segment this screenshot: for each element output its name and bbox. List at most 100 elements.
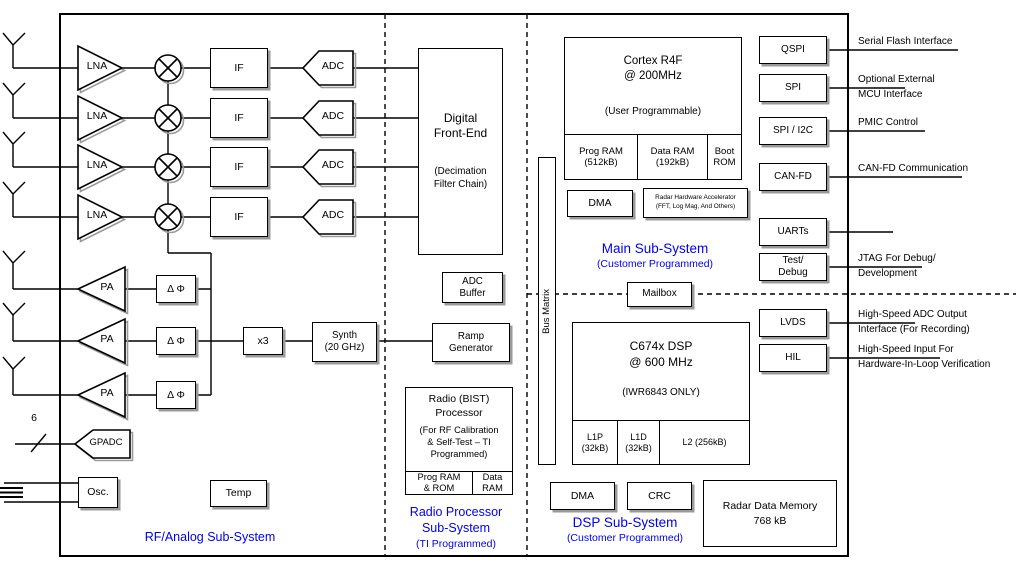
- dsp-crc-block: CRC: [627, 482, 692, 510]
- pa-triangle-1: [76, 265, 129, 315]
- tx-antenna-1: [2, 250, 26, 289]
- jtag-label-2: Development: [858, 268, 917, 279]
- dsp-memories: L1P (32kB) L1D (32kB) L2 (256kB): [573, 420, 749, 464]
- cortex-title: Cortex R4F @ 200MHz: [623, 55, 683, 82]
- jtag-label-1: JTAG For Debug/: [858, 253, 936, 264]
- spi-i2c-block: SPI / I2C: [759, 117, 827, 145]
- lna-label-4: LNA: [86, 209, 108, 221]
- lvds-label-2: Interface (For Recording): [858, 324, 970, 335]
- adc-label-1: ADC: [321, 60, 345, 72]
- hil-block: HIL: [759, 344, 827, 372]
- phase-shifter-2: Δ Φ: [156, 327, 196, 355]
- pa-triangle-3: [76, 371, 129, 421]
- rx-antenna-3: [2, 131, 26, 167]
- radar-hw-accelerator-block: Radar Hardware Accelerator (FFT, Log Mag…: [643, 188, 748, 218]
- hil-label-1: High-Speed Input For: [858, 344, 954, 355]
- tx-antenna-2: [2, 302, 26, 341]
- dfe-subtitle: (Decimation Filter Chain): [433, 166, 488, 190]
- chip-outer-border: [59, 13, 849, 557]
- pa-label-1: PA: [100, 281, 114, 293]
- digital-front-end-block: Digital Front-End (Decimation Filter Cha…: [418, 48, 503, 255]
- lna-label-3: LNA: [86, 159, 108, 171]
- radio-bist-processor-block: Radio (BIST) Processor (For RF Calibrati…: [405, 387, 513, 495]
- radio-prog-ram-cell: Prog RAM & ROM: [406, 471, 472, 494]
- lna-triangle-1: [77, 44, 127, 94]
- dsp-title: C674x DSP @ 600 MHz: [629, 339, 693, 369]
- radar-data-memory-block: Radar Data Memory 768 kB: [703, 480, 837, 547]
- phase-shifter-3: Δ Φ: [156, 381, 196, 409]
- cortex-data-ram-cell: Data RAM (192kB): [637, 134, 707, 179]
- adc-label-3: ADC: [321, 159, 345, 171]
- radio-processor-note: (For RF Calibration & Self-Test – TI Pro…: [419, 425, 499, 459]
- c674x-dsp-block: C674x DSP @ 600 MHz (IWR6843 ONLY) L1P (…: [572, 322, 750, 465]
- mixer-2: [154, 104, 185, 135]
- bus-matrix-label: Bus Matrix: [541, 288, 553, 334]
- rx-antenna-1: [2, 32, 26, 68]
- osc-block: Osc.: [78, 477, 118, 508]
- radio-processor-memories: Prog RAM & ROM Data RAM: [406, 471, 512, 494]
- mixer-1: [154, 54, 185, 85]
- lna-triangle-4: [77, 193, 127, 243]
- lvds-label-1: High-Speed ADC Output: [858, 309, 967, 320]
- rx-antenna-4: [2, 181, 26, 217]
- main-dma-block: DMA: [567, 190, 633, 217]
- dsp-l1p-cell: L1P (32kB): [573, 420, 617, 464]
- pmic-control-label: PMIC Control: [858, 117, 919, 128]
- main-subsystem-tag: (Customer Programmed): [596, 258, 714, 270]
- if-stage-2: IF: [210, 98, 268, 138]
- gpadc-label: GPADC: [89, 437, 123, 448]
- dsp-subsystem-tag: (Customer Programmed): [566, 532, 684, 544]
- lna-label-1: LNA: [86, 60, 108, 72]
- temp-sensor-block: Temp: [210, 480, 267, 507]
- canfd-comm-label: CAN-FD Communication: [858, 163, 969, 174]
- dsp-l2-cell: L2 (256kB): [659, 420, 749, 464]
- radio-subsystem-tag: (TI Programmed): [416, 538, 496, 550]
- adc-shape-3: [301, 149, 357, 188]
- tx-antenna-3: [2, 356, 26, 395]
- cortex-boot-rom-cell: Boot ROM: [707, 134, 741, 179]
- mixer-4: [154, 203, 185, 234]
- crystal-symbol: [0, 482, 78, 503]
- adc-shape-4: [301, 199, 357, 238]
- lvds-block: LVDS: [759, 309, 827, 337]
- adc-shape-2: [301, 100, 357, 139]
- cortex-note: (User Programmable): [604, 106, 702, 117]
- adc-shape-1: [301, 50, 357, 89]
- lna-label-2: LNA: [86, 110, 108, 122]
- gpadc-wire-count: 6: [31, 412, 37, 424]
- spi-interface-label-1: Optional External: [858, 74, 935, 85]
- bus-matrix-block: Bus Matrix: [538, 157, 556, 465]
- test-debug-block: Test/ Debug: [759, 253, 827, 281]
- lna-triangle-3: [77, 143, 127, 193]
- if-stage-4: IF: [210, 197, 268, 237]
- rx-antenna-2: [2, 82, 26, 118]
- dsp-l1d-cell: L1D (32kB): [617, 420, 659, 464]
- if-stage-3: IF: [210, 147, 268, 187]
- cortex-r4f-block: Cortex R4F @ 200MHz (User Programmable) …: [564, 37, 742, 180]
- rf-subsystem-label: RF/Analog Sub-System: [144, 530, 276, 544]
- dfe-title: Digital Front-End: [433, 111, 488, 140]
- dsp-note: (IWR6843 ONLY): [622, 387, 700, 398]
- pa-label-3: PA: [100, 387, 114, 399]
- radio-subsystem-label: Radio Processor Sub-System: [409, 505, 503, 535]
- adc-label-4: ADC: [321, 209, 345, 221]
- radio-data-ram-cell: Data RAM: [472, 471, 512, 494]
- qspi-block: QSPI: [759, 36, 827, 64]
- canfd-block: CAN-FD: [759, 163, 827, 191]
- pa-triangle-2: [76, 317, 129, 367]
- dsp-dma-block: DMA: [550, 482, 615, 510]
- mailbox-block: Mailbox: [627, 282, 692, 307]
- x3-multiplier: x3: [243, 327, 283, 355]
- spi-interface-label-2: MCU Interface: [858, 89, 923, 100]
- gpadc-shape: [73, 429, 134, 462]
- qspi-interface-label: Serial Flash Interface: [858, 36, 953, 47]
- uarts-block: UARTs: [759, 218, 827, 246]
- lna-triangle-2: [77, 94, 127, 144]
- dsp-subsystem-label: DSP Sub-System: [572, 515, 678, 530]
- phase-shifter-1: Δ Φ: [156, 275, 196, 303]
- hil-label-2: Hardware-In-Loop Verification: [858, 359, 991, 370]
- cortex-prog-ram-cell: Prog RAM (512kB): [565, 134, 637, 179]
- spi-block: SPI: [759, 74, 827, 102]
